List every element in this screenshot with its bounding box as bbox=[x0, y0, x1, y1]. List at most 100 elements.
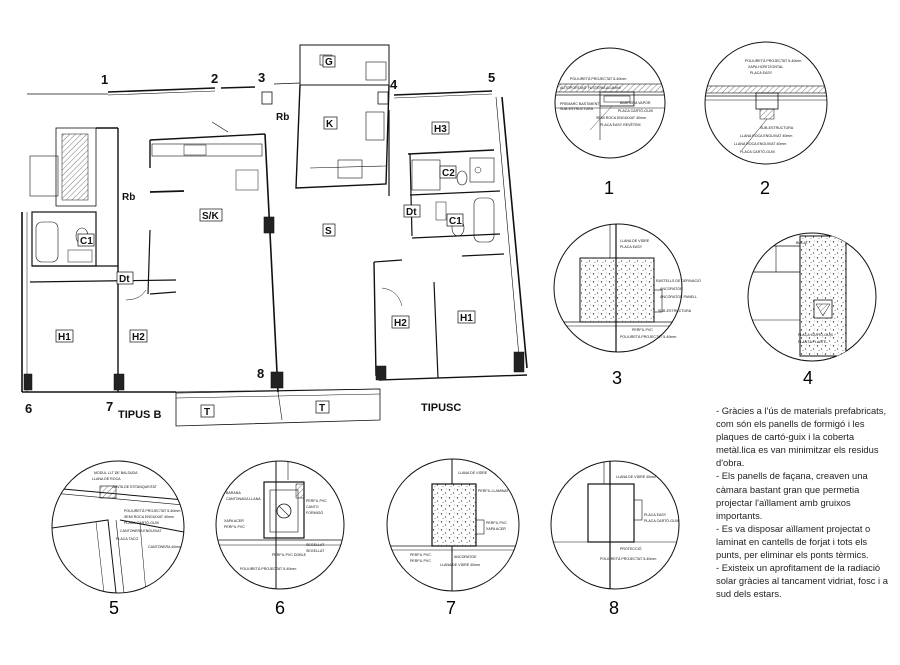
detail-1-label: AUTOPORTANT FUSTERIA ALUMINI bbox=[560, 86, 621, 90]
detail-3-number: 3 bbox=[612, 368, 622, 388]
detail-7-label: PERFIL PVC bbox=[410, 553, 431, 557]
detail-5-label: LLANA DE ROCA bbox=[92, 477, 121, 481]
plan-point-5: 5 bbox=[488, 70, 495, 85]
detail-6-number: 6 bbox=[275, 598, 285, 618]
detail-5-label: JUNTA DE ESTANQUEITAT bbox=[112, 485, 158, 489]
room-g-label: G bbox=[325, 57, 333, 68]
detail-1-label: POLIURETÀ PROJECTAT 5-40mm bbox=[570, 77, 626, 81]
room-sk-label: S/K bbox=[202, 211, 219, 222]
plan-point-6: 6 bbox=[25, 401, 32, 416]
detail-5-label: POLIURETÀ PROJECTAT 5-40mm bbox=[124, 509, 180, 513]
detail-6-label: SEGELLAT bbox=[306, 549, 325, 553]
detail-6-label: CANTONADA LLANA bbox=[226, 497, 261, 501]
detail-4: BUCAT PLACA CARTÓ-GUIX PLANTA PLASTE 4 bbox=[747, 232, 877, 388]
room-h2-right-label: H2 bbox=[394, 318, 407, 329]
detail-3: LLANA DE VIDRE PLACA EASY RASTELLS DE DE… bbox=[553, 223, 701, 388]
detail-1-label: SEMI ROCA ENGUIXAT 40mm bbox=[596, 116, 646, 120]
room-dt-right-label: Dt bbox=[406, 207, 417, 218]
room-s-label: S bbox=[325, 226, 332, 237]
detail-7-label: XAPA ACER bbox=[486, 527, 506, 531]
detail-5-label: MODUL LLT DE BALSUDA bbox=[94, 471, 138, 475]
detail-5-number: 5 bbox=[109, 598, 119, 618]
detail-1-number: 1 bbox=[604, 178, 614, 198]
detail-3-label: LLANA DE VIDRE bbox=[620, 239, 650, 243]
detail-6-label: SEGELLAT bbox=[306, 543, 325, 547]
detail-1: POLIURETÀ PROJECTAT 5-40mm AUTOPORTANT F… bbox=[554, 47, 666, 198]
detail-5-label: CANTONERA 40mm bbox=[148, 545, 181, 549]
detail-6-label: FORMIGÓ bbox=[306, 510, 323, 515]
room-rb-top-label: Rb bbox=[276, 112, 289, 123]
detail-3-label: PLACA EASY bbox=[620, 245, 643, 249]
room-h3-label: H3 bbox=[434, 124, 447, 135]
plan-point-8: 8 bbox=[257, 366, 264, 381]
detail-2-label: POLIURETÀ PROJECTAT 5-40mm bbox=[745, 59, 801, 63]
detail-2: POLIURETÀ PROJECTAT 5-40mm XAPA HORITZON… bbox=[704, 41, 828, 198]
note-paragraph: - Existeix un aprofitament de la radiaci… bbox=[716, 562, 888, 600]
room-h1-right-label: H1 bbox=[460, 313, 473, 324]
detail-7-number: 7 bbox=[446, 598, 456, 618]
detail-6-label: PERFIL PVC bbox=[224, 525, 245, 529]
detail-6-label: POLIURETÀ PROJECTAT 5-40mm bbox=[240, 567, 296, 571]
detail-6: BARANA CANTONADA LLANA PERFIL PVC CANTO … bbox=[215, 460, 345, 618]
detail-3-label: POLIURETÀ PROJECTAT 5-40mm bbox=[620, 335, 676, 339]
room-dt-left-label: Dt bbox=[119, 274, 130, 285]
detail-2-label: LLANA ROCA ENGUIXAT 40mm bbox=[734, 142, 786, 146]
note-paragraph: - Es va disposar aïllament projectat o l… bbox=[716, 522, 871, 561]
detail-7-label: PERFIL PVC bbox=[486, 521, 507, 525]
plan-point-3: 3 bbox=[258, 70, 265, 85]
detail-2-label: XAPA HORITZONTAL bbox=[748, 65, 783, 69]
detail-7-label: LLANA DE VIDRE bbox=[458, 471, 488, 475]
detail-6-label: XAPA ACER bbox=[224, 519, 244, 523]
detail-1-label: PLACA EASY REVÈTEM bbox=[600, 122, 640, 127]
detail-3-label: SUB-ESTRUCTURA bbox=[658, 309, 692, 313]
detail-4-label: BUCAT bbox=[796, 241, 809, 245]
detail-8-label: PROTECCIÓ bbox=[620, 546, 642, 551]
detail-1-label: SUB-ESTRUCTURA bbox=[560, 107, 594, 111]
detail-5-label: PLACA CARTÓ-GUIX bbox=[124, 520, 160, 525]
room-c1-right-label: C1 bbox=[449, 216, 462, 227]
detail-8-number: 8 bbox=[609, 598, 619, 618]
plan-point-4: 4 bbox=[390, 77, 398, 92]
detail-2-number: 2 bbox=[760, 178, 770, 198]
room-h2-left-label: H2 bbox=[132, 332, 145, 343]
detail-6-label: PERFIL PVC DOBLE bbox=[272, 553, 307, 557]
room-t-right-label: T bbox=[319, 403, 325, 414]
detail-1-label: PREMARC BASTIMENT bbox=[560, 102, 600, 106]
detail-2-label: LLANA ROCA ENGUIXAT 40mm bbox=[740, 134, 792, 138]
detail-4-label: PLACA CARTÓ-GUIX bbox=[798, 332, 834, 337]
detail-8-label: PLACA EASY bbox=[644, 513, 667, 517]
notes-panel: - Gràcies a l'ús de materials prefabrica… bbox=[716, 404, 892, 600]
note-paragraph: - Gràcies a l'ús de materials prefabrica… bbox=[716, 405, 887, 469]
detail-6-label: PERFIL PVC bbox=[306, 499, 327, 503]
floor-plan bbox=[21, 44, 528, 427]
detail-8-label: POLIURETÀ PROJECTAT 5-40mm bbox=[600, 557, 656, 561]
detail-8-label: PLACA CARTÓ-GUIX bbox=[644, 518, 680, 523]
detail-5: MODUL LLT DE BALSUDA LLANA DE ROCA JUNTA… bbox=[51, 460, 185, 618]
detail-6-label: BARANA bbox=[226, 491, 241, 495]
room-k-label: K bbox=[326, 119, 334, 130]
detail-2-label: PLACA EASY bbox=[750, 71, 773, 75]
room-t-left-label: T bbox=[204, 407, 210, 418]
detail-8: LLANA DE VIDRE 40mm PLACA EASY PLACA CAR… bbox=[550, 460, 680, 618]
detail-5-label: SEMI ROCA ENGUIXAT 40mm bbox=[124, 515, 174, 519]
tipus-c-label: TIPUSC bbox=[421, 402, 461, 414]
detail-3-label: PERFIL PVC bbox=[632, 328, 653, 332]
room-c1-left-label: C1 bbox=[80, 236, 93, 247]
plan-point-7: 7 bbox=[106, 399, 113, 414]
detail-4-label: PLANTA PLASTE bbox=[798, 340, 827, 344]
detail-7: LLANA DE VIDRE PERFIL LLAMINAT PERFIL PV… bbox=[386, 458, 520, 618]
tipus-b-label: TIPUS B bbox=[118, 409, 161, 421]
detail-1-label: PLACA CARTÓ-GUIX bbox=[618, 108, 654, 113]
detail-5-label: CANTONERA ENGUIXAT bbox=[120, 529, 162, 533]
room-rb-left-label: Rb bbox=[122, 192, 135, 203]
plan-point-1: 1 bbox=[101, 72, 108, 87]
detail-7-label: PERFIL LLAMINAT bbox=[478, 489, 510, 493]
detail-2-label: PLACA CARTÓ-GUIX bbox=[740, 149, 776, 154]
plan-labels: 1 2 3 4 5 6 7 8 TIPUS B TIPUSC G K Rb H3… bbox=[25, 55, 495, 421]
detail-4-number: 4 bbox=[803, 368, 813, 388]
detail-2-label: SUB-ESTRUCTURA bbox=[760, 126, 794, 130]
detail-5-label: PLACA TACO bbox=[116, 537, 138, 541]
detail-3-label: ANCORATGE PANELL bbox=[660, 295, 697, 299]
room-c2-label: C2 bbox=[442, 168, 455, 179]
